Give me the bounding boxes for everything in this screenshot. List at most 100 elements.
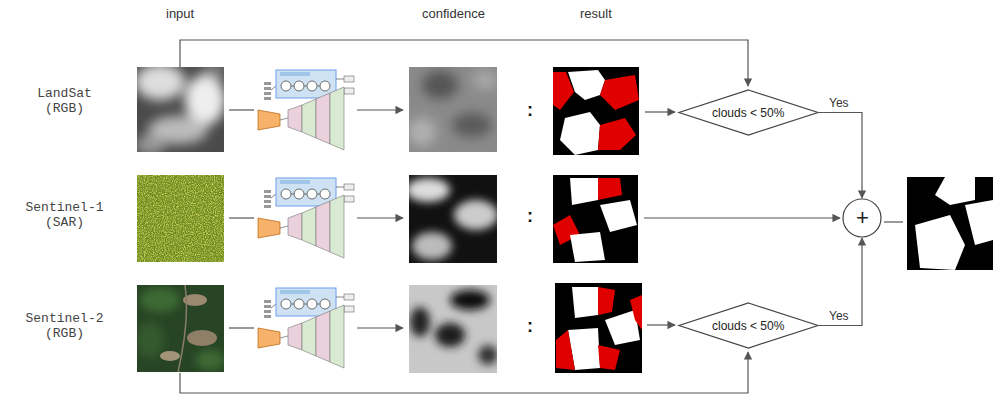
sentinel2-image xyxy=(137,285,224,372)
sum-circle: + xyxy=(842,198,882,238)
result-map xyxy=(630,295,642,330)
sentinel2-image xyxy=(137,285,224,372)
result-map xyxy=(553,72,574,110)
confidence-map xyxy=(409,118,436,146)
landsat-image xyxy=(203,67,224,78)
sentinel1-image xyxy=(137,175,224,262)
result-map xyxy=(570,178,598,205)
result-map xyxy=(556,330,575,370)
decision-text: clouds < 50% xyxy=(712,106,784,120)
illustration-layer xyxy=(258,70,354,150)
result-map xyxy=(560,112,600,155)
edge-label: Yes xyxy=(827,96,851,110)
confidence-map xyxy=(435,323,465,347)
confidence-map xyxy=(409,285,497,373)
confidence-map xyxy=(410,290,497,365)
result-map xyxy=(553,175,638,263)
column-header: input xyxy=(166,6,194,21)
flow-line xyxy=(180,40,748,86)
flow-line xyxy=(229,109,254,110)
column-header: result xyxy=(580,6,612,21)
separator: : xyxy=(527,100,533,120)
edge-label: Yes xyxy=(827,309,851,323)
confidence-map xyxy=(454,200,497,230)
connector-arrow xyxy=(819,113,862,199)
flow-line xyxy=(180,40,903,393)
result-map xyxy=(568,70,605,100)
result-map xyxy=(598,345,620,370)
node-outline xyxy=(679,90,818,135)
sentinel2-image xyxy=(137,322,164,358)
confidence-map xyxy=(412,232,452,260)
confidence-map xyxy=(409,178,450,202)
node-outline xyxy=(843,199,881,237)
column-header: confidence xyxy=(422,6,485,21)
output-map xyxy=(965,200,993,245)
output-map xyxy=(907,177,993,270)
result-map xyxy=(600,75,639,110)
flow-line xyxy=(229,217,254,218)
flow-line xyxy=(645,111,675,112)
confidence-map xyxy=(409,178,497,260)
separator: : xyxy=(527,316,533,336)
result-map xyxy=(553,175,638,263)
illustration-layer xyxy=(258,288,354,368)
confidence-map xyxy=(422,71,458,99)
result-map xyxy=(598,287,615,315)
confidence-map xyxy=(410,307,430,337)
flow-line xyxy=(647,324,675,325)
result-map xyxy=(555,283,642,373)
sentinel2-image xyxy=(187,330,217,346)
confidence-map xyxy=(409,67,497,152)
result-map xyxy=(598,118,636,150)
flow-line xyxy=(229,110,403,328)
confidence-map xyxy=(473,70,497,90)
flow-line xyxy=(357,327,403,328)
source-label: Sentinel-1 (SAR) xyxy=(17,200,112,230)
result-map xyxy=(572,287,598,318)
node-outline xyxy=(679,303,818,348)
output-map xyxy=(907,177,993,270)
flow-line xyxy=(357,217,403,218)
result-map xyxy=(555,283,642,373)
sentinel2-image xyxy=(196,350,224,370)
decision-text: clouds < 50% xyxy=(712,319,784,333)
result-map xyxy=(600,200,637,232)
output-map xyxy=(915,215,965,270)
result-map xyxy=(570,232,605,262)
flow-line xyxy=(180,352,748,393)
illustration-layer xyxy=(258,178,354,258)
source-label: Sentinel-2 (RGB) xyxy=(17,311,112,341)
flow-line xyxy=(357,109,403,110)
confidence-map xyxy=(409,67,497,152)
sentinel1-image xyxy=(137,175,224,262)
sum-symbol: + xyxy=(856,207,869,229)
confidence-map xyxy=(409,175,497,263)
decision-diamond: clouds < 50% xyxy=(678,89,819,136)
decision-diamond: clouds < 50% xyxy=(678,302,819,349)
result-map xyxy=(598,178,622,200)
confidence-map xyxy=(409,70,497,146)
landsat-image xyxy=(137,67,224,152)
landsat-image xyxy=(137,67,185,100)
flow-line xyxy=(644,217,840,218)
separator: : xyxy=(527,206,533,226)
sentinel2-image xyxy=(140,288,180,312)
source-label: LandSat (RGB) xyxy=(17,86,112,116)
flow-line xyxy=(884,221,903,222)
sentinel1-image xyxy=(137,175,224,262)
flow-line xyxy=(229,327,254,328)
confidence-map xyxy=(409,285,497,373)
landsat-image xyxy=(137,135,165,152)
connector-arrow xyxy=(819,238,862,326)
result-map xyxy=(553,67,639,155)
landsat-image xyxy=(137,67,224,152)
result-map xyxy=(553,67,639,155)
sentinel2-image xyxy=(178,285,186,372)
sentinel2-image xyxy=(160,351,180,361)
output-map xyxy=(935,177,975,205)
confidence-map xyxy=(478,345,497,365)
confidence-map xyxy=(450,290,490,310)
confidence-map xyxy=(452,113,492,137)
